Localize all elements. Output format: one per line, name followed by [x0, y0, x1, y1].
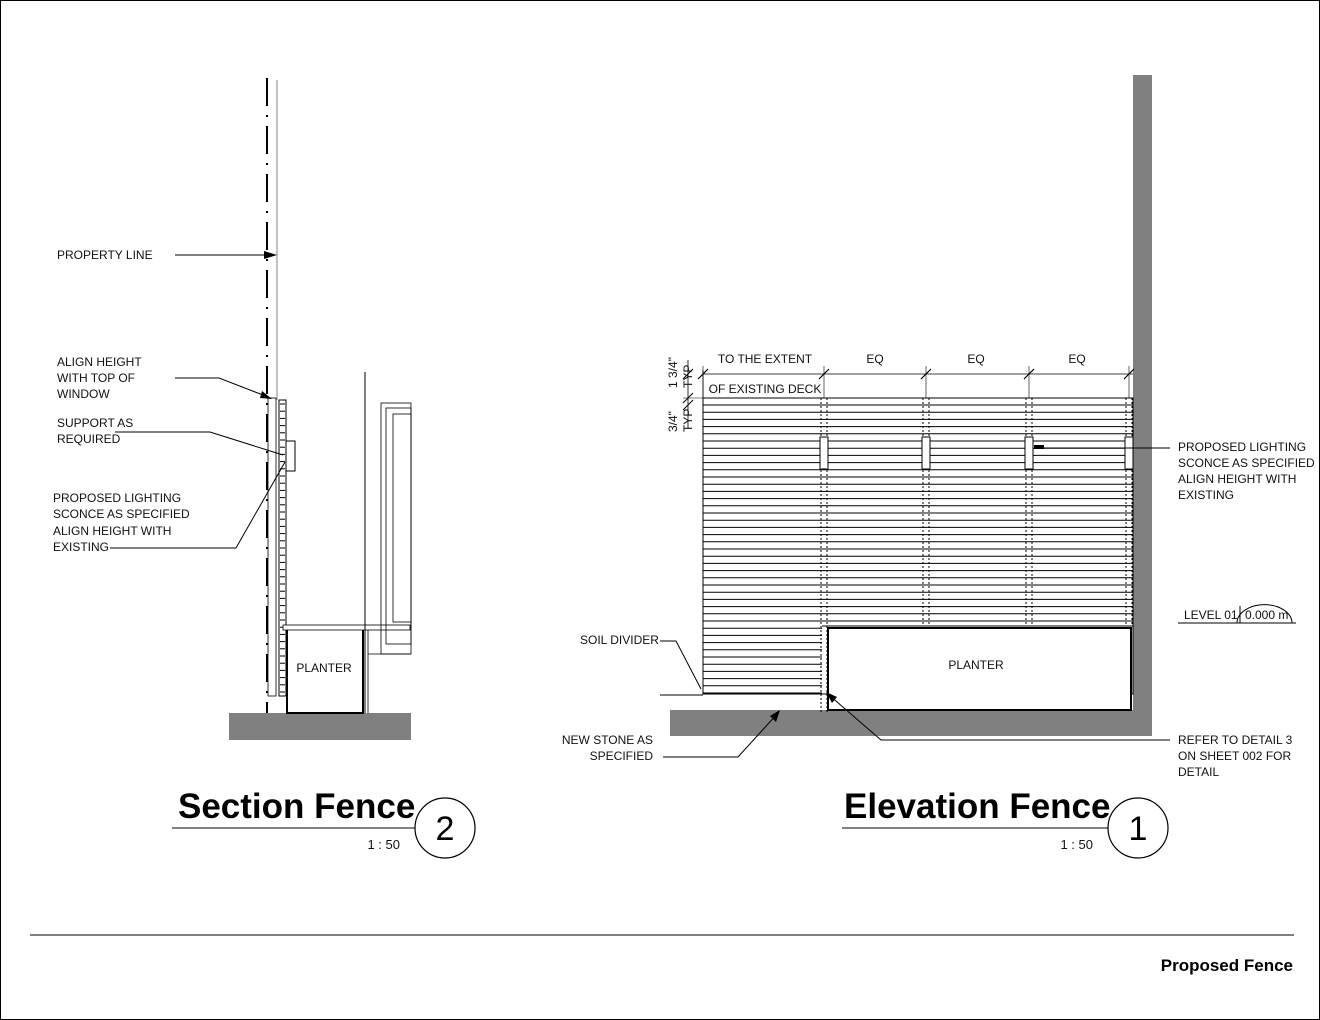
leader-lighting [110, 461, 286, 549]
section-fence-post [267, 397, 277, 697]
leader-refer [828, 694, 1170, 741]
elevation-fence-slats [703, 404, 1133, 694]
leader-new-stone [663, 712, 779, 758]
label-elev-lighting-4: EXISTING [1178, 488, 1234, 502]
label-lighting-4: EXISTING [53, 540, 109, 554]
label-new-stone-2: SPECIFIED [590, 749, 654, 763]
elevation-tag-circle [1107, 797, 1169, 859]
level-bubble [1236, 604, 1293, 624]
label-refer-1: REFER TO DETAIL 3 [1178, 733, 1293, 747]
dim-eq-3: EQ [1068, 352, 1085, 366]
elevation-wall [1133, 75, 1152, 710]
leader-support [115, 431, 284, 456]
section-planter-cap [282, 624, 411, 631]
vdim-34-2: TYP [681, 409, 695, 432]
vdim-tick-3 [682, 399, 694, 411]
label-lighting-1: PROPOSED LIGHTING [53, 491, 181, 505]
dim-extent-1: TO THE EXTENT [718, 352, 813, 366]
elevation-fence-drawing: PLANTER TO THE EXTENT OF EXISTING DECK E… [562, 75, 1315, 859]
vdim-134-1: 1 3/4" [666, 357, 680, 388]
label-support-2: REQUIRED [57, 432, 121, 446]
elev-lighting-marker [1034, 445, 1044, 449]
label-section-planter: PLANTER [296, 661, 352, 675]
elevation-tag-number: 1 [1129, 810, 1148, 848]
section-tag-circle [414, 797, 476, 859]
elevation-ground [670, 710, 1152, 736]
label-soil-divider: SOIL DIVIDER [580, 633, 659, 647]
label-align-height-2: WITH TOP OF [57, 371, 135, 385]
dim-eq-2: EQ [967, 352, 984, 366]
label-lighting-3: ALIGN HEIGHT WITH [53, 524, 171, 538]
section-sconce [285, 440, 296, 472]
vdim-134-2: TYP [681, 365, 695, 388]
elevation-title: Elevation Fence [844, 787, 1110, 826]
dim-eq-1: EQ [866, 352, 883, 366]
section-scale: 1 : 50 [367, 837, 400, 852]
section-ground [229, 713, 411, 740]
elevation-planter [827, 627, 1132, 711]
label-lighting-2: SCONCE AS SPECIFIED [53, 507, 190, 521]
level-value: 0.000 m [1245, 608, 1288, 622]
label-elev-lighting-3: ALIGN HEIGHT WITH [1178, 472, 1296, 486]
label-align-height-3: WINDOW [57, 387, 110, 401]
elevation-scale: 1 : 50 [1060, 837, 1093, 852]
leader-align-height [175, 377, 269, 398]
sheet-name: Proposed Fence [1161, 956, 1293, 975]
window-frame-mid [385, 407, 412, 645]
sconce-box [1124, 436, 1134, 470]
section-slat-ticks [280, 403, 285, 693]
label-align-height-1: ALIGN HEIGHT [57, 355, 142, 369]
leader-soil-divider [660, 640, 702, 690]
label-refer-3: DETAIL [1178, 765, 1219, 779]
sconce-box [819, 436, 829, 470]
arrow-refer [826, 692, 837, 703]
label-elev-lighting-1: PROPOSED LIGHTING [1178, 440, 1306, 454]
vdim-34-1: 3/4" [666, 411, 680, 432]
label-refer-2: ON SHEET 002 FOR [1178, 749, 1291, 763]
sconce-box [1024, 436, 1034, 470]
window-frame-outer [380, 402, 412, 655]
arrow-property-line [264, 251, 277, 259]
label-new-stone-1: NEW STONE AS [562, 733, 653, 747]
dimension-ticks [697, 366, 1135, 398]
label-property-line: PROPERTY LINE [57, 248, 153, 262]
label-elevation-planter: PLANTER [948, 658, 1004, 672]
window-frame-inner [392, 413, 412, 623]
level-name: LEVEL 01 [1184, 608, 1238, 622]
sconce-box [921, 436, 931, 470]
section-fence-drawing: PROPERTY LINE ALIGN HEIGHT WITH TOP OF W… [53, 78, 476, 859]
arrow-align-height [260, 391, 272, 399]
label-elev-lighting-2: SCONCE AS SPECIFIED [1178, 456, 1315, 470]
section-title: Section Fence [178, 787, 415, 826]
dim-extent-2: OF EXISTING DECK [709, 382, 822, 396]
vdim-tick-1 [682, 368, 694, 380]
arrow-new-stone [770, 710, 780, 722]
section-tag-number: 2 [436, 810, 455, 848]
label-support-1: SUPPORT AS [57, 416, 133, 430]
